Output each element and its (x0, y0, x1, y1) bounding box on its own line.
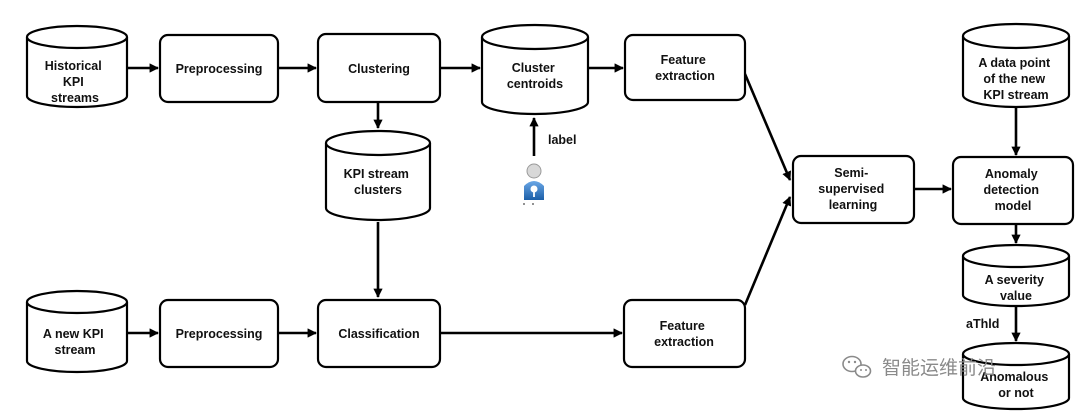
label-line: extraction (655, 69, 715, 83)
label-line: or not (998, 386, 1034, 400)
edge-feature-top-to-semi (743, 73, 792, 181)
edge-label-label: label (548, 133, 577, 147)
label-line: Feature (660, 319, 705, 333)
label-line: Preprocessing (176, 62, 263, 76)
label-line: KPI (63, 75, 84, 89)
label-line: stream (55, 343, 96, 357)
node-preprocessing-bottom-label: Preprocessing (176, 327, 263, 341)
node-clustering: Clustering (316, 32, 442, 104)
node-feature-extraction-top: Feature extraction (623, 33, 747, 102)
node-feature-extraction-bottom: Feature extraction (622, 298, 747, 369)
node-historical-kpi-streams: Historical KPI streams (25, 24, 129, 109)
label-line: Clustering (348, 62, 410, 76)
node-cluster-centroids: Cluster centroids (480, 23, 590, 116)
label-line: supervised (818, 182, 884, 196)
node-feature-extraction-top-label: Feature extraction (655, 53, 715, 83)
label-line: of the new (983, 72, 1045, 86)
label-line: Semi- (834, 166, 868, 180)
label-line: learning (829, 198, 878, 212)
node-historical-kpi-streams-label: Historical KPI streams (45, 59, 105, 105)
node-anomalous-or-not: Anomalous or not (961, 341, 1071, 411)
watermark: 智能运维前沿 (842, 355, 996, 379)
node-new-kpi-stream-label: A new KPI stream (43, 327, 107, 357)
label-line: detection (983, 183, 1039, 197)
label-line: model (995, 199, 1032, 213)
label-line: A severity (985, 273, 1044, 287)
node-semi-supervised-learning-label: Semi- supervised learning (818, 166, 888, 212)
label-line: Anomalous (980, 370, 1048, 384)
edge-label-athld: aThld (966, 317, 999, 331)
wechat-icon (842, 355, 872, 378)
node-data-point-new-kpi-label: A data point of the new KPI stream (978, 56, 1053, 102)
label-line: streams (51, 91, 99, 105)
node-cluster-centroids-label: Cluster centroids (507, 61, 563, 91)
node-preprocessing-top: Preprocessing (158, 33, 280, 104)
node-severity-value-label: A severity value (985, 273, 1048, 303)
node-new-kpi-stream: A new KPI stream (25, 289, 129, 374)
node-classification: Classification (316, 298, 442, 369)
node-data-point-new-kpi: A data point of the new KPI stream (961, 22, 1071, 109)
node-classification-label: Classification (338, 327, 419, 341)
node-kpi-stream-clusters: KPI stream clusters (324, 129, 432, 222)
label-line: extraction (654, 335, 714, 349)
node-preprocessing-top-label: Preprocessing (176, 62, 263, 76)
node-semi-supervised-learning: Semi- supervised learning (791, 154, 916, 225)
label-line: KPI stream (983, 88, 1048, 102)
label-line: Cluster (512, 61, 555, 75)
label-line: KPI stream (344, 167, 409, 181)
edge-feature-bottom-to-semi (743, 196, 792, 306)
edges (128, 63, 1021, 342)
node-clustering-label: Clustering (348, 62, 410, 76)
node-preprocessing-bottom: Preprocessing (158, 298, 280, 369)
node-anomalous-or-not-label: Anomalous or not (980, 370, 1052, 400)
node-feature-extraction-bottom-label: Feature extraction (654, 319, 714, 349)
label-line: A data point (978, 56, 1051, 70)
label-line: clusters (354, 183, 402, 197)
label-line: Preprocessing (176, 327, 263, 341)
label-line: Historical (45, 59, 102, 73)
watermark-text: 智能运维前沿 (882, 357, 996, 379)
label-line: Feature (661, 53, 706, 67)
label-line: value (1000, 289, 1032, 303)
label-line: centroids (507, 77, 563, 91)
label-line: Classification (338, 327, 419, 341)
operator-person-icon (523, 163, 544, 205)
node-anomaly-detection-model-label: Anomaly detection model (983, 167, 1042, 213)
node-severity-value: A severity value (961, 243, 1071, 308)
node-kpi-stream-clusters-label: KPI stream clusters (344, 167, 413, 197)
label-line: A new KPI (43, 327, 104, 341)
node-anomaly-detection-model: Anomaly detection model (951, 155, 1075, 226)
label-line: Anomaly (985, 167, 1038, 181)
